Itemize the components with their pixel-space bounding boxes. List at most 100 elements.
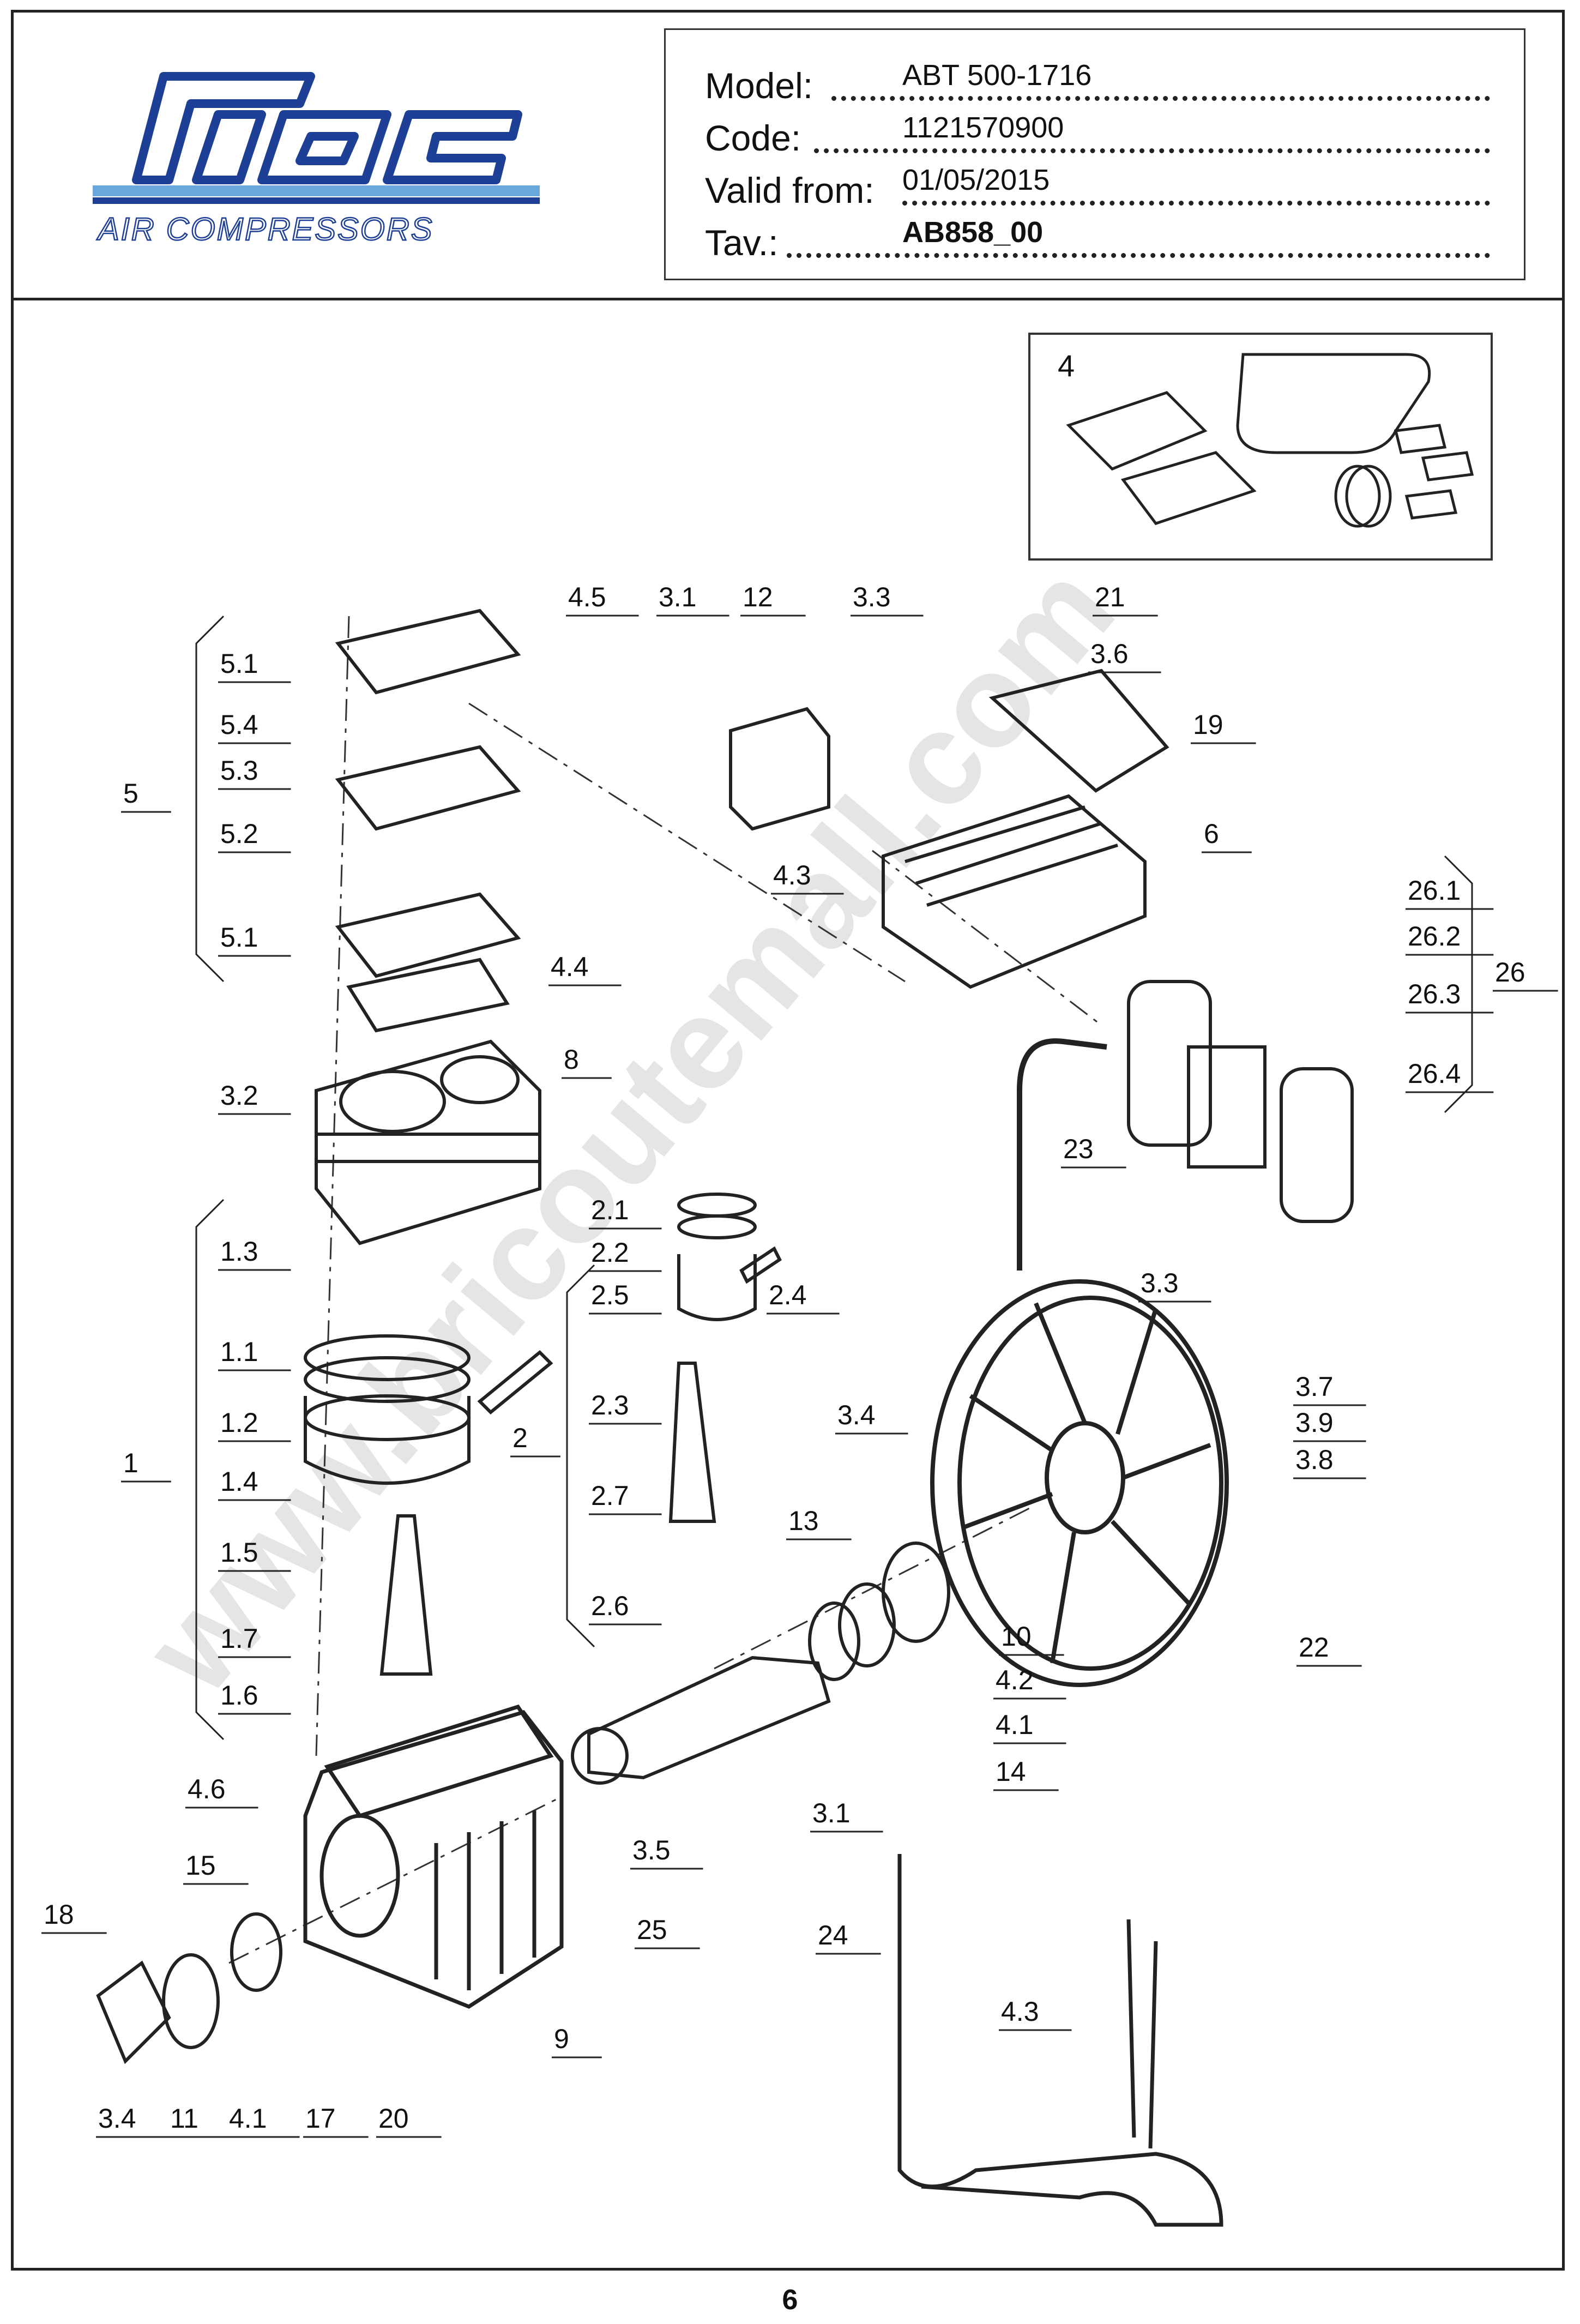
callout: 20 <box>378 2103 409 2134</box>
page-frame <box>11 10 1565 2271</box>
callout: 17 <box>305 2103 336 2134</box>
model-row: Model: ABT 500-1716 <box>705 56 1490 109</box>
callout: 1.4 <box>220 1466 258 1497</box>
callout: 5.2 <box>220 818 258 849</box>
callout-labels: 4.5 3.1 12 3.3 21 3.6 19 5.1 5.4 5.3 5 5… <box>41 582 1558 2138</box>
dotted-line <box>902 201 1490 206</box>
callout: 5 <box>123 778 138 809</box>
callout: 18 <box>44 1899 74 1930</box>
callout: 2 <box>512 1423 528 1453</box>
callout: 3.1 <box>812 1798 851 1828</box>
callout: 2.5 <box>591 1280 629 1310</box>
valid-from-row: Valid from: 01/05/2015 <box>705 161 1490 213</box>
cylinder-head <box>882 794 1147 989</box>
piston-2 <box>677 1193 757 1321</box>
callout: 4.6 <box>188 1774 226 1804</box>
crankcase <box>303 1704 564 2009</box>
callout: 21 <box>1095 582 1125 612</box>
callout: 9 <box>554 2024 569 2054</box>
code-value: 1121570900 <box>902 111 1064 144</box>
callout: 4.3 <box>1001 1996 1039 2027</box>
callout: 3.6 <box>1090 639 1129 669</box>
callout: 2.7 <box>591 1480 629 1511</box>
cylinder <box>315 1039 541 1245</box>
callout: 22 <box>1299 1632 1329 1663</box>
valid-from-label: Valid from: <box>705 170 875 210</box>
callout: 2.4 <box>769 1280 807 1310</box>
flywheel <box>930 1279 1229 1687</box>
side-cover <box>96 1912 282 2064</box>
dotted-line <box>814 148 1490 153</box>
callout: 26.1 <box>1408 875 1461 906</box>
callout: 5.4 <box>220 709 258 740</box>
callout: 3.4 <box>837 1400 876 1430</box>
page-number: 6 <box>782 2284 798 2316</box>
callout: 4.2 <box>996 1665 1034 1695</box>
callout: 5.3 <box>220 755 258 786</box>
callout: 3.1 <box>659 582 697 612</box>
model-label: Model: <box>705 65 813 106</box>
callout: 3.2 <box>220 1080 258 1111</box>
model-info-box: Model: ABT 500-1716 Code: 1121570900 Val… <box>664 28 1525 280</box>
mounting-frame <box>897 1854 1223 2227</box>
callout: 4.5 <box>568 582 606 612</box>
dotted-line <box>787 253 1490 258</box>
logo-subtitle: AIR COMPRESSORS <box>97 212 433 247</box>
callout: 11 <box>170 2103 198 2134</box>
callout: 13 <box>788 1506 819 1536</box>
tav-label: Tav.: <box>705 222 779 263</box>
callout: 4.4 <box>551 952 589 982</box>
connecting-rod-2 <box>668 1362 716 1523</box>
callout: 25 <box>637 1914 667 1945</box>
silencer-assembly <box>1127 980 1354 1223</box>
callout: 2.1 <box>591 1195 629 1225</box>
header-separator <box>11 298 1565 300</box>
callout: 3.3 <box>1141 1268 1179 1298</box>
callout: 8 <box>564 1044 579 1075</box>
callout: 3.9 <box>1295 1407 1334 1438</box>
callout: 1.1 <box>220 1336 258 1367</box>
callout: 2.3 <box>591 1390 629 1420</box>
valve-plate-assembly <box>335 609 521 1033</box>
tav-row: Tav.: AB858_00 <box>705 213 1490 266</box>
fiac-logo: AIR COMPRESSORS <box>93 72 540 248</box>
connecting-rod-1 <box>379 1514 433 1676</box>
callout: 15 <box>185 1850 216 1881</box>
code-label: Code: <box>705 118 801 158</box>
callout: 5.1 <box>220 922 258 953</box>
dotted-line <box>831 96 1490 101</box>
head-cover <box>988 669 1169 793</box>
callout: 1 <box>123 1448 138 1478</box>
code-row: Code: 1121570900 <box>705 109 1490 161</box>
callout: 26 <box>1495 957 1525 988</box>
callout: 3.3 <box>853 582 891 612</box>
callout: 2.2 <box>591 1237 629 1268</box>
crankshaft <box>571 1655 831 1785</box>
piston-1 <box>304 1334 471 1485</box>
watermark: www.bricoutemall.com <box>116 537 1141 1720</box>
valid-from-value: 01/05/2015 <box>902 164 1050 196</box>
callout: 1.3 <box>220 1236 258 1267</box>
tav-value: AB858_00 <box>902 216 1044 249</box>
callout: 3.4 <box>98 2103 136 2134</box>
callout: 10 <box>1001 1621 1032 1652</box>
callout: 26.2 <box>1408 921 1461 952</box>
callout: 1.5 <box>220 1537 258 1568</box>
callout: 26.3 <box>1408 979 1461 1009</box>
callout: 1.7 <box>220 1623 258 1654</box>
callout: 19 <box>1193 709 1223 740</box>
callout: 6 <box>1204 818 1219 849</box>
gasket-kit-inset: 4 <box>1028 333 1493 561</box>
callout: 2.6 <box>591 1591 629 1621</box>
callout: 24 <box>818 1920 848 1950</box>
pipe-23 <box>1017 1038 1107 1271</box>
callout: 4.3 <box>773 860 811 890</box>
callout: 4.1 <box>229 2103 267 2134</box>
callout: 14 <box>996 1756 1026 1787</box>
callout: 1.2 <box>220 1407 258 1438</box>
callout: 4.1 <box>996 1709 1034 1740</box>
callout: 12 <box>743 582 773 612</box>
model-value: ABT 500-1716 <box>902 59 1092 92</box>
inset-label: 4 <box>1058 348 1075 383</box>
